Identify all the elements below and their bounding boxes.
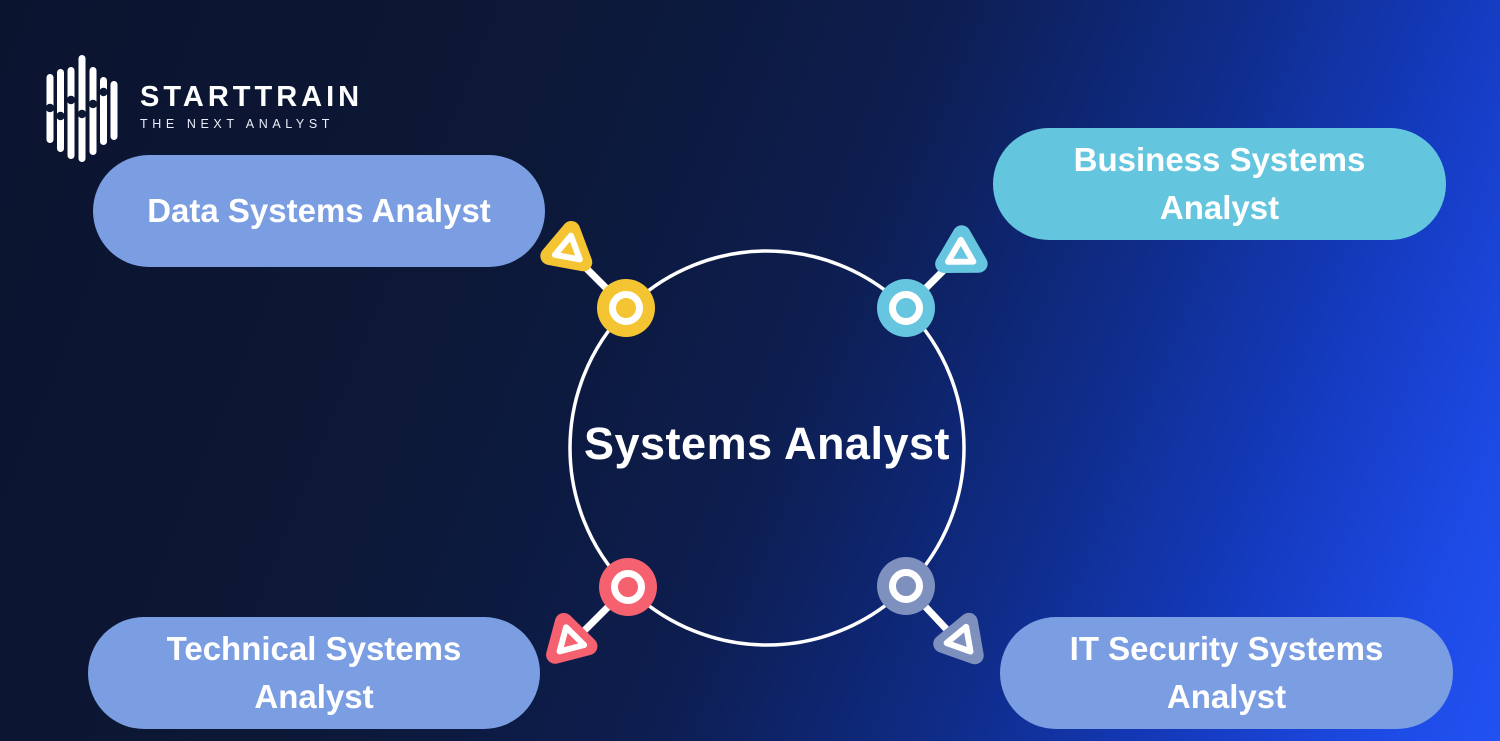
pill-label: Business Systems Analyst — [1073, 141, 1366, 226]
data-node-icon — [597, 279, 655, 337]
brand-logo: STARTTRAIN THE NEXT ANALYST — [46, 52, 363, 162]
pill-data-systems-analyst: Data Systems Analyst — [93, 155, 545, 267]
data-arrow-icon — [540, 220, 593, 272]
center-title: Systems Analyst — [583, 418, 951, 469]
pill-label: Technical Systems Analyst — [166, 630, 462, 715]
technical-arrow-icon — [546, 612, 598, 664]
main-circle — [568, 249, 966, 647]
it-security-node-icon — [877, 557, 935, 615]
business-arrow-icon — [935, 225, 988, 273]
pill-it-security-systems-analyst: IT Security Systems Analyst — [1000, 617, 1453, 729]
pill-business-systems-analyst: Business Systems Analyst — [993, 128, 1446, 240]
brand-tagline: THE NEXT ANALYST — [140, 117, 335, 132]
equalizer-bars-icon — [46, 52, 122, 162]
it-security-arrow-icon — [933, 612, 984, 665]
business-node-icon — [877, 279, 935, 337]
technical-node-icon — [599, 558, 657, 616]
pill-label: Data Systems Analyst — [147, 192, 491, 230]
brand-name: STARTTRAIN — [140, 81, 364, 114]
pill-technical-systems-analyst: Technical Systems Analyst — [88, 617, 540, 729]
pill-label: IT Security Systems Analyst — [1069, 630, 1384, 715]
